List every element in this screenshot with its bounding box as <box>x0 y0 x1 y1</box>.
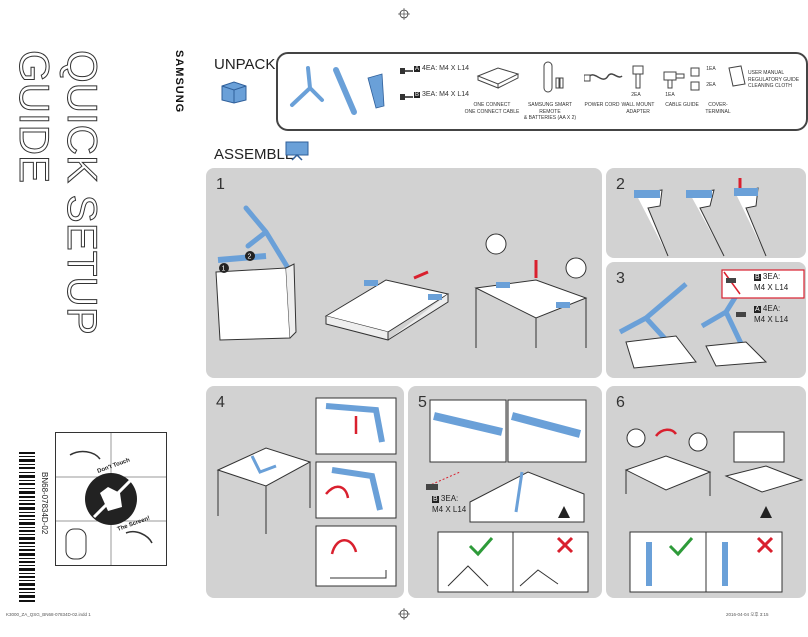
step-2-number: 2 <box>616 176 625 193</box>
step-3-illustration <box>618 269 805 369</box>
marker-b: B <box>414 92 421 98</box>
wall-mount-adapter-icon <box>632 65 644 89</box>
step-1-illustration: 1 2 <box>215 205 588 348</box>
manual-icon <box>728 65 746 87</box>
registration-mark-bottom <box>398 608 410 620</box>
cover-terminal-icon <box>690 67 700 91</box>
svg-text:2: 2 <box>248 254 252 261</box>
step-3-callout-a: 4EA: <box>762 304 781 313</box>
remote-icon <box>543 61 564 93</box>
svg-text:1: 1 <box>222 266 226 273</box>
item-power-cord-label: POWER CORD <box>584 102 620 108</box>
registration-mark-top <box>398 8 410 20</box>
qty-cover-a: 1EA <box>706 66 716 72</box>
cable-guide-icon <box>663 71 685 89</box>
svg-text:BN68-07834D-02: BN68-07834D-02 <box>40 472 49 535</box>
assemble-heading: ASSEMBLE <box>214 146 295 163</box>
step-3-number: 3 <box>616 270 625 287</box>
step-5-panel: 5 B 3EA:M4 X L14 <box>408 386 602 598</box>
warning-illustration: Don't Touch The Screen! <box>56 433 166 565</box>
title-line2: GUIDE <box>18 50 58 183</box>
screw-b-icon <box>400 94 413 100</box>
step-4-panel: 4 <box>206 386 404 598</box>
samsung-logo: SAMSUNG <box>166 48 196 128</box>
qty-cover-b: 2EA <box>706 82 716 88</box>
step-1-number: 1 <box>216 176 225 193</box>
step-4-illustration <box>216 397 397 587</box>
item-remote-label: SAMSUNG SMART REMOTE <box>527 102 573 115</box>
step-6-panel: 6 <box>606 386 806 598</box>
step-1-panel: 1 1 2 <box>206 168 602 378</box>
dont-touch-warning: Don't Touch The Screen! <box>55 432 167 566</box>
part-number: BN68-07834D-02 <box>40 472 49 535</box>
unpack-contents: A 4EA: M4 X L14 B 3EA: M4 X L14 ONE CONN… <box>276 52 808 131</box>
one-connect-icon <box>476 67 520 89</box>
power-cord-icon <box>584 73 623 82</box>
warning-text-1: Don't Touch <box>97 457 132 474</box>
item-cable-guide-label: CABLE GUIDE <box>665 102 699 108</box>
screws-a-label: 4EA: M4 X L14 <box>421 65 470 72</box>
step-3-callout-b: 3EA: <box>762 272 781 281</box>
footer-left: K3000_ZA_QSG_BN68-07834D-02.indd 1 <box>6 612 91 617</box>
marker-a: A <box>414 66 421 72</box>
qty-cable-guide: 1EA <box>665 92 675 98</box>
step-4-number: 4 <box>216 394 225 411</box>
unpack-heading: UNPACK <box>214 56 276 73</box>
footer-right: 2016-04-04 오후 3:15 <box>726 612 769 617</box>
title-line1: QUICK SETUP <box>59 50 106 335</box>
qty-wall-mount: 2EA <box>631 92 641 98</box>
item-manual-label: USER MANUAL <box>748 70 785 76</box>
step-2-panel: 2 <box>606 168 806 258</box>
step-5-number: 5 <box>418 394 427 411</box>
svg-text:SAMSUNG: SAMSUNG <box>173 50 185 113</box>
guide-title: QUICK SETUP GUIDE <box>11 30 118 390</box>
step-6-illustration <box>624 428 804 593</box>
stand-parts-icon <box>290 66 385 115</box>
tv-icon <box>285 141 309 161</box>
item-one-connect-label: ONE CONNECT <box>473 102 511 108</box>
screws-b-label: 3EA: M4 X L14 <box>421 91 470 98</box>
step-2-illustration <box>634 178 767 257</box>
step-3-panel: 3 B 3EA:M4 X L14 A 4EA:M4 X L14 <box>606 262 806 378</box>
package-box-icon <box>221 81 247 104</box>
item-wall-mount-label: WALL MOUNT <box>621 102 655 108</box>
step-5-illustration <box>426 399 589 593</box>
step-5-callout: 3EA: <box>440 494 459 503</box>
screw-a-icon <box>400 68 413 74</box>
barcode <box>19 452 35 602</box>
item-cover-label: COVER- <box>708 102 728 108</box>
step-6-number: 6 <box>616 394 625 411</box>
